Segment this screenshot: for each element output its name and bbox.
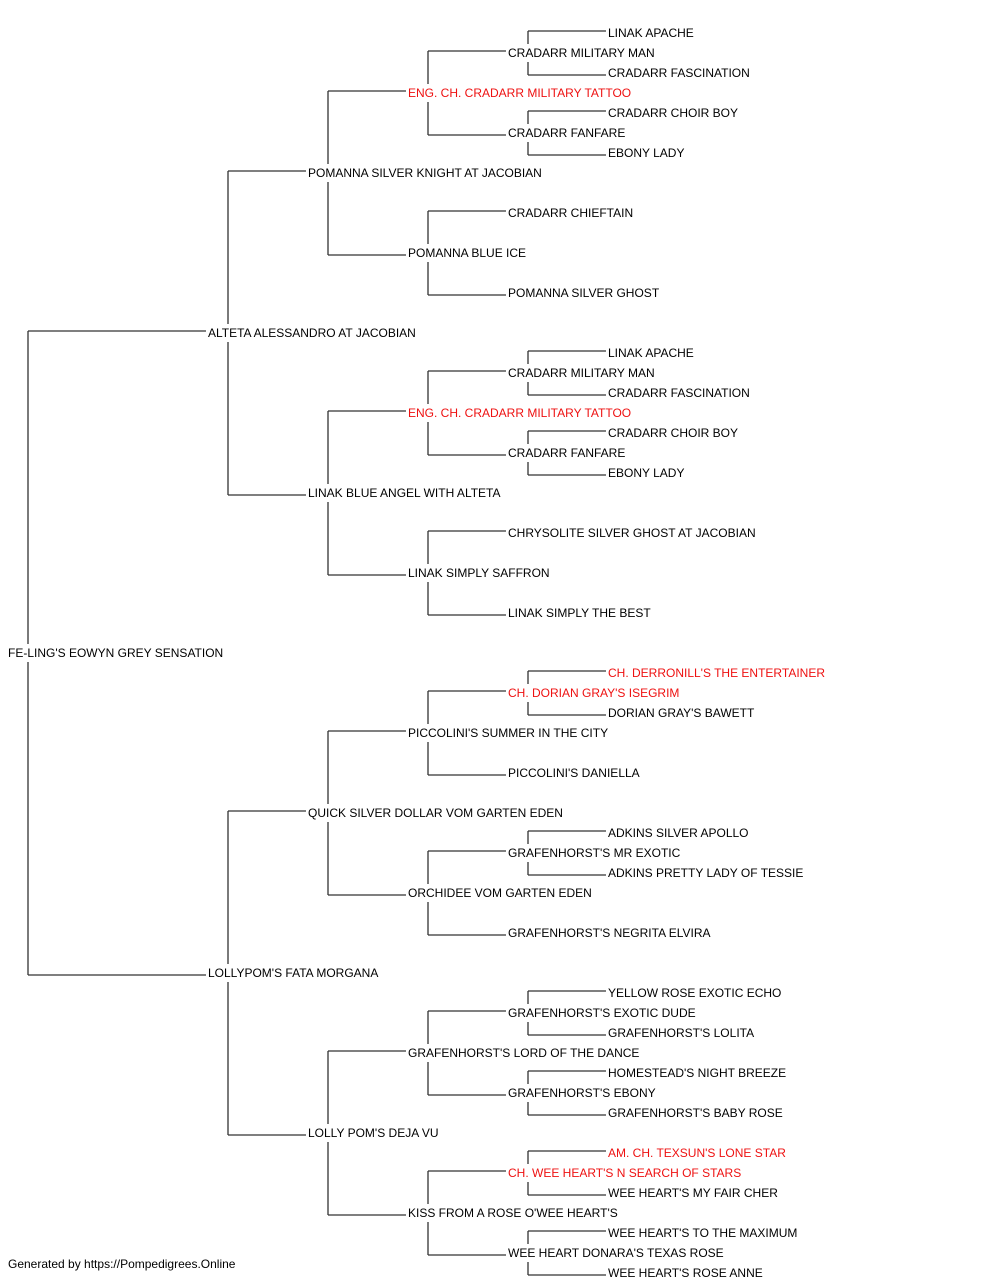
dog-name-gen5: WEE HEART'S TO THE MAXIMUM bbox=[608, 1226, 800, 1240]
dog-name-gen4: LINAK SIMPLY THE BEST bbox=[508, 606, 653, 620]
dog-name-gen5: LINAK APACHE bbox=[608, 26, 696, 40]
dog-name-gen4: GRAFENHORST'S EBONY bbox=[508, 1086, 658, 1100]
dog-name-gen4: CRADARR CHIEFTAIN bbox=[508, 206, 636, 220]
dog-name-gen5: AM. CH. TEXSUN'S LONE STAR bbox=[608, 1146, 788, 1160]
dog-name-gen5: HOMESTEAD'S NIGHT BREEZE bbox=[608, 1066, 789, 1080]
dog-name-gen3: ORCHIDEE VOM GARTEN EDEN bbox=[408, 886, 594, 900]
dog-name-gen5: CRADARR CHOIR BOY bbox=[608, 106, 741, 120]
dog-name-gen3: GRAFENHORST'S LORD OF THE DANCE bbox=[408, 1046, 642, 1060]
dog-name-gen5: ADKINS PRETTY LADY OF TESSIE bbox=[608, 866, 806, 880]
dog-name-gen5: EBONY LADY bbox=[608, 146, 687, 160]
dog-name-gen5: YELLOW ROSE EXOTIC ECHO bbox=[608, 986, 784, 1000]
dog-name-gen5: GRAFENHORST'S BABY ROSE bbox=[608, 1106, 785, 1120]
dog-name-gen1: LOLLYPOM'S FATA MORGANA bbox=[208, 966, 381, 980]
dog-name-gen3: ENG. CH. CRADARR MILITARY TATTOO bbox=[408, 406, 634, 420]
dog-name-gen2: LOLLY POM'S DEJA VU bbox=[308, 1126, 441, 1140]
dog-name-gen3: ENG. CH. CRADARR MILITARY TATTOO bbox=[408, 86, 634, 100]
dog-name-gen4: CHRYSOLITE SILVER GHOST AT JACOBIAN bbox=[508, 526, 758, 540]
dog-name-gen4: CRADARR MILITARY MAN bbox=[508, 366, 657, 380]
dog-name-gen2: LINAK BLUE ANGEL WITH ALTETA bbox=[308, 486, 503, 500]
dog-name-gen3: POMANNA BLUE ICE bbox=[408, 246, 529, 260]
dog-name-gen4: POMANNA SILVER GHOST bbox=[508, 286, 662, 300]
dog-name-gen4: GRAFENHORST'S EXOTIC DUDE bbox=[508, 1006, 698, 1020]
dog-name-gen5: WEE HEART'S ROSE ANNE bbox=[608, 1266, 765, 1280]
dog-name-gen5: LINAK APACHE bbox=[608, 346, 696, 360]
dog-name-gen4: CRADARR FANFARE bbox=[508, 126, 628, 140]
dog-name-gen2: QUICK SILVER DOLLAR VOM GARTEN EDEN bbox=[308, 806, 565, 820]
dog-name-gen4: GRAFENHORST'S NEGRITA ELVIRA bbox=[508, 926, 713, 940]
dog-name-gen5: CRADARR FASCINATION bbox=[608, 66, 752, 80]
dog-name-gen3: PICCOLINI'S SUMMER IN THE CITY bbox=[408, 726, 611, 740]
dog-name-gen5: ADKINS SILVER APOLLO bbox=[608, 826, 751, 840]
footer-credit: Generated by https://Pompedigrees.Online bbox=[8, 1257, 236, 1271]
dog-name-gen3: KISS FROM A ROSE O'WEE HEART'S bbox=[408, 1206, 620, 1220]
dog-name-gen4: CH. DORIAN GRAY'S ISEGRIM bbox=[508, 686, 682, 700]
dog-name-gen5: GRAFENHORST'S LOLITA bbox=[608, 1026, 757, 1040]
dog-name-gen5: EBONY LADY bbox=[608, 466, 687, 480]
dog-name-gen5: CRADARR CHOIR BOY bbox=[608, 426, 741, 440]
dog-name-gen4: WEE HEART DONARA'S TEXAS ROSE bbox=[508, 1246, 726, 1260]
dog-name-gen5: CRADARR FASCINATION bbox=[608, 386, 752, 400]
dog-name-gen0: FE-LING'S EOWYN GREY SENSATION bbox=[8, 646, 226, 660]
dog-name-gen4: CH. WEE HEART'S N SEARCH OF STARS bbox=[508, 1166, 744, 1180]
dog-name-gen2: POMANNA SILVER KNIGHT AT JACOBIAN bbox=[308, 166, 544, 180]
dog-name-gen5: CH. DERRONILL'S THE ENTERTAINER bbox=[608, 666, 827, 680]
dog-name-gen4: CRADARR MILITARY MAN bbox=[508, 46, 657, 60]
dog-name-gen5: WEE HEART'S MY FAIR CHER bbox=[608, 1186, 780, 1200]
dog-name-gen4: PICCOLINI'S DANIELLA bbox=[508, 766, 642, 780]
dog-name-gen4: GRAFENHORST'S MR EXOTIC bbox=[508, 846, 683, 860]
dog-name-gen3: LINAK SIMPLY SAFFRON bbox=[408, 566, 552, 580]
dog-name-gen1: ALTETA ALESSANDRO AT JACOBIAN bbox=[208, 326, 418, 340]
dog-name-gen4: CRADARR FANFARE bbox=[508, 446, 628, 460]
dog-name-gen5: DORIAN GRAY'S BAWETT bbox=[608, 706, 757, 720]
